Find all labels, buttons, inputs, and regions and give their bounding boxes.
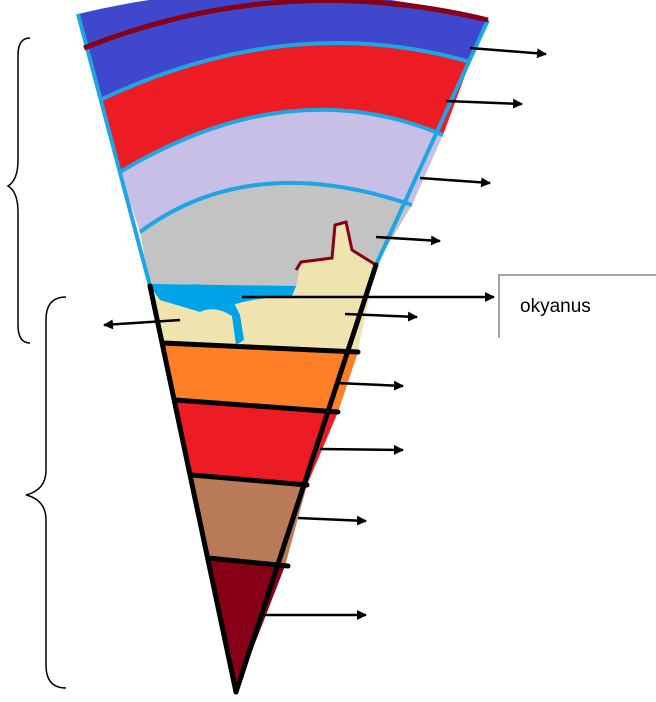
arrow-3 xyxy=(420,178,490,183)
arrow-2 xyxy=(446,101,522,104)
interior-layer-red xyxy=(175,400,338,485)
arrow-8 xyxy=(298,518,366,521)
arrow-1 xyxy=(470,48,546,54)
brace-upper xyxy=(8,38,30,343)
ocean-label: okyanus xyxy=(520,296,591,318)
brace-lower xyxy=(26,297,66,688)
arrow-7 xyxy=(320,449,403,450)
ocean-label-box: okyanus xyxy=(498,274,656,338)
